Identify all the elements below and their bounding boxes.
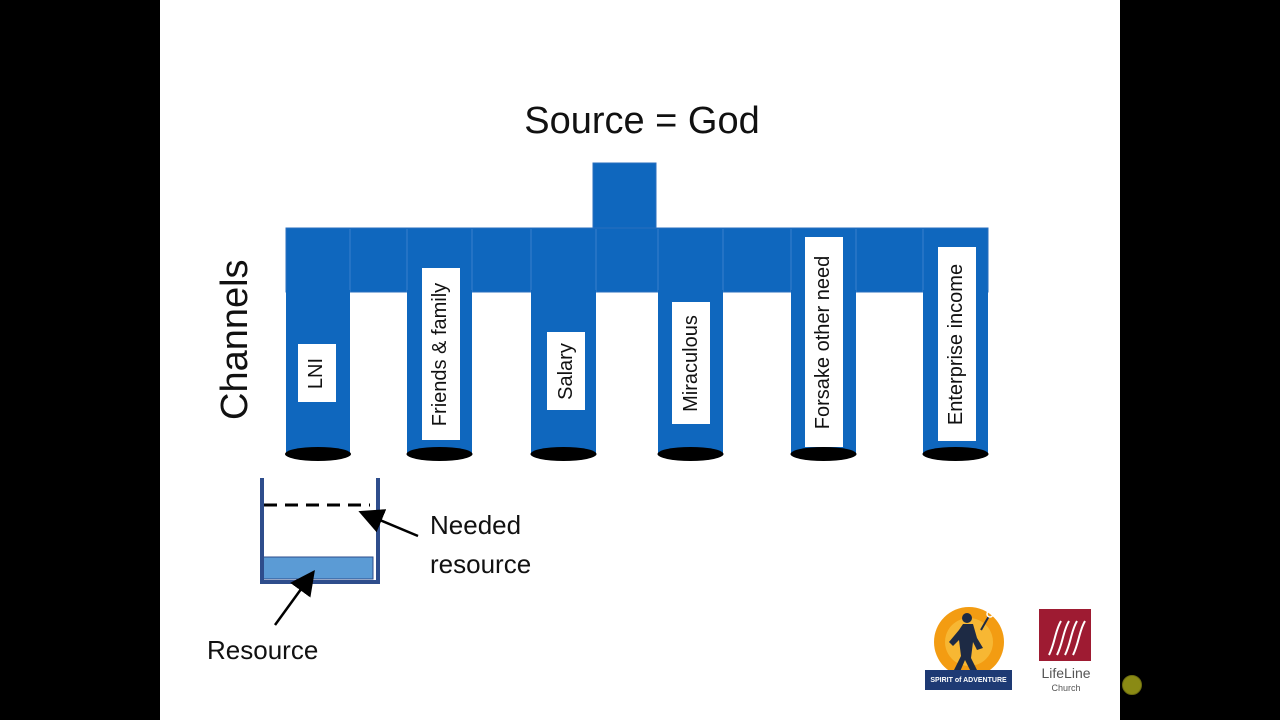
channel-label: LNI: [305, 357, 328, 389]
channel-label: Forsake other need: [812, 255, 835, 429]
spirit-logo-text: SPIRIT of ADVENTURE: [925, 670, 1012, 690]
channel-label-box-5: Forsake other need: [805, 237, 843, 447]
channel-label-box-1: LNI: [298, 344, 336, 402]
needed-arrow: [358, 509, 419, 538]
channel-label-box-6: Enterprise income: [938, 247, 976, 441]
channel-label: Salary: [554, 342, 577, 400]
lifeline-logo-mark: [1039, 609, 1091, 661]
pipe-opening-1: [285, 447, 351, 461]
channel-label-box-2: Friends & family: [422, 268, 460, 440]
resource-label: Resource: [207, 635, 319, 665]
channel-label: Miraculous: [679, 314, 702, 412]
needed-label-line2: resource: [430, 549, 532, 579]
needed-resource-label: Needed resource: [430, 506, 531, 584]
pipe-opening-5: [790, 447, 857, 461]
pipe-opening-2: [406, 447, 473, 461]
source-block: [592, 162, 657, 230]
laser-pointer-dot: [1122, 675, 1142, 695]
spirit-of-adventure-logo: SPIRIT of ADVENTURE: [925, 604, 1013, 692]
slide: Source = God Channels: [160, 0, 1120, 720]
resource-arrow: [273, 569, 315, 626]
pipe-opening-3: [530, 447, 597, 461]
resource-water: [260, 556, 374, 580]
channel-label: Enterprise income: [945, 263, 968, 425]
pipe-opening-6: [922, 447, 989, 461]
channel-label-box-3: Salary: [547, 332, 585, 410]
lifeline-stripes-icon: [1048, 620, 1086, 656]
header-pipe: [285, 227, 989, 293]
lifeline-sub: Church: [1051, 683, 1081, 693]
pipe-opening-4: [657, 447, 724, 461]
lifeline-name: LifeLine: [1041, 665, 1091, 681]
slide-title: Source = God: [524, 100, 760, 142]
spirit-logo-graphic: [934, 607, 1004, 677]
channel-label: Friends & family: [429, 282, 452, 426]
lifeline-church-logo: LifeLine Church: [1036, 607, 1096, 697]
needed-label-line1: Needed: [430, 510, 522, 540]
channel-label-box-4: Miraculous: [672, 302, 710, 424]
